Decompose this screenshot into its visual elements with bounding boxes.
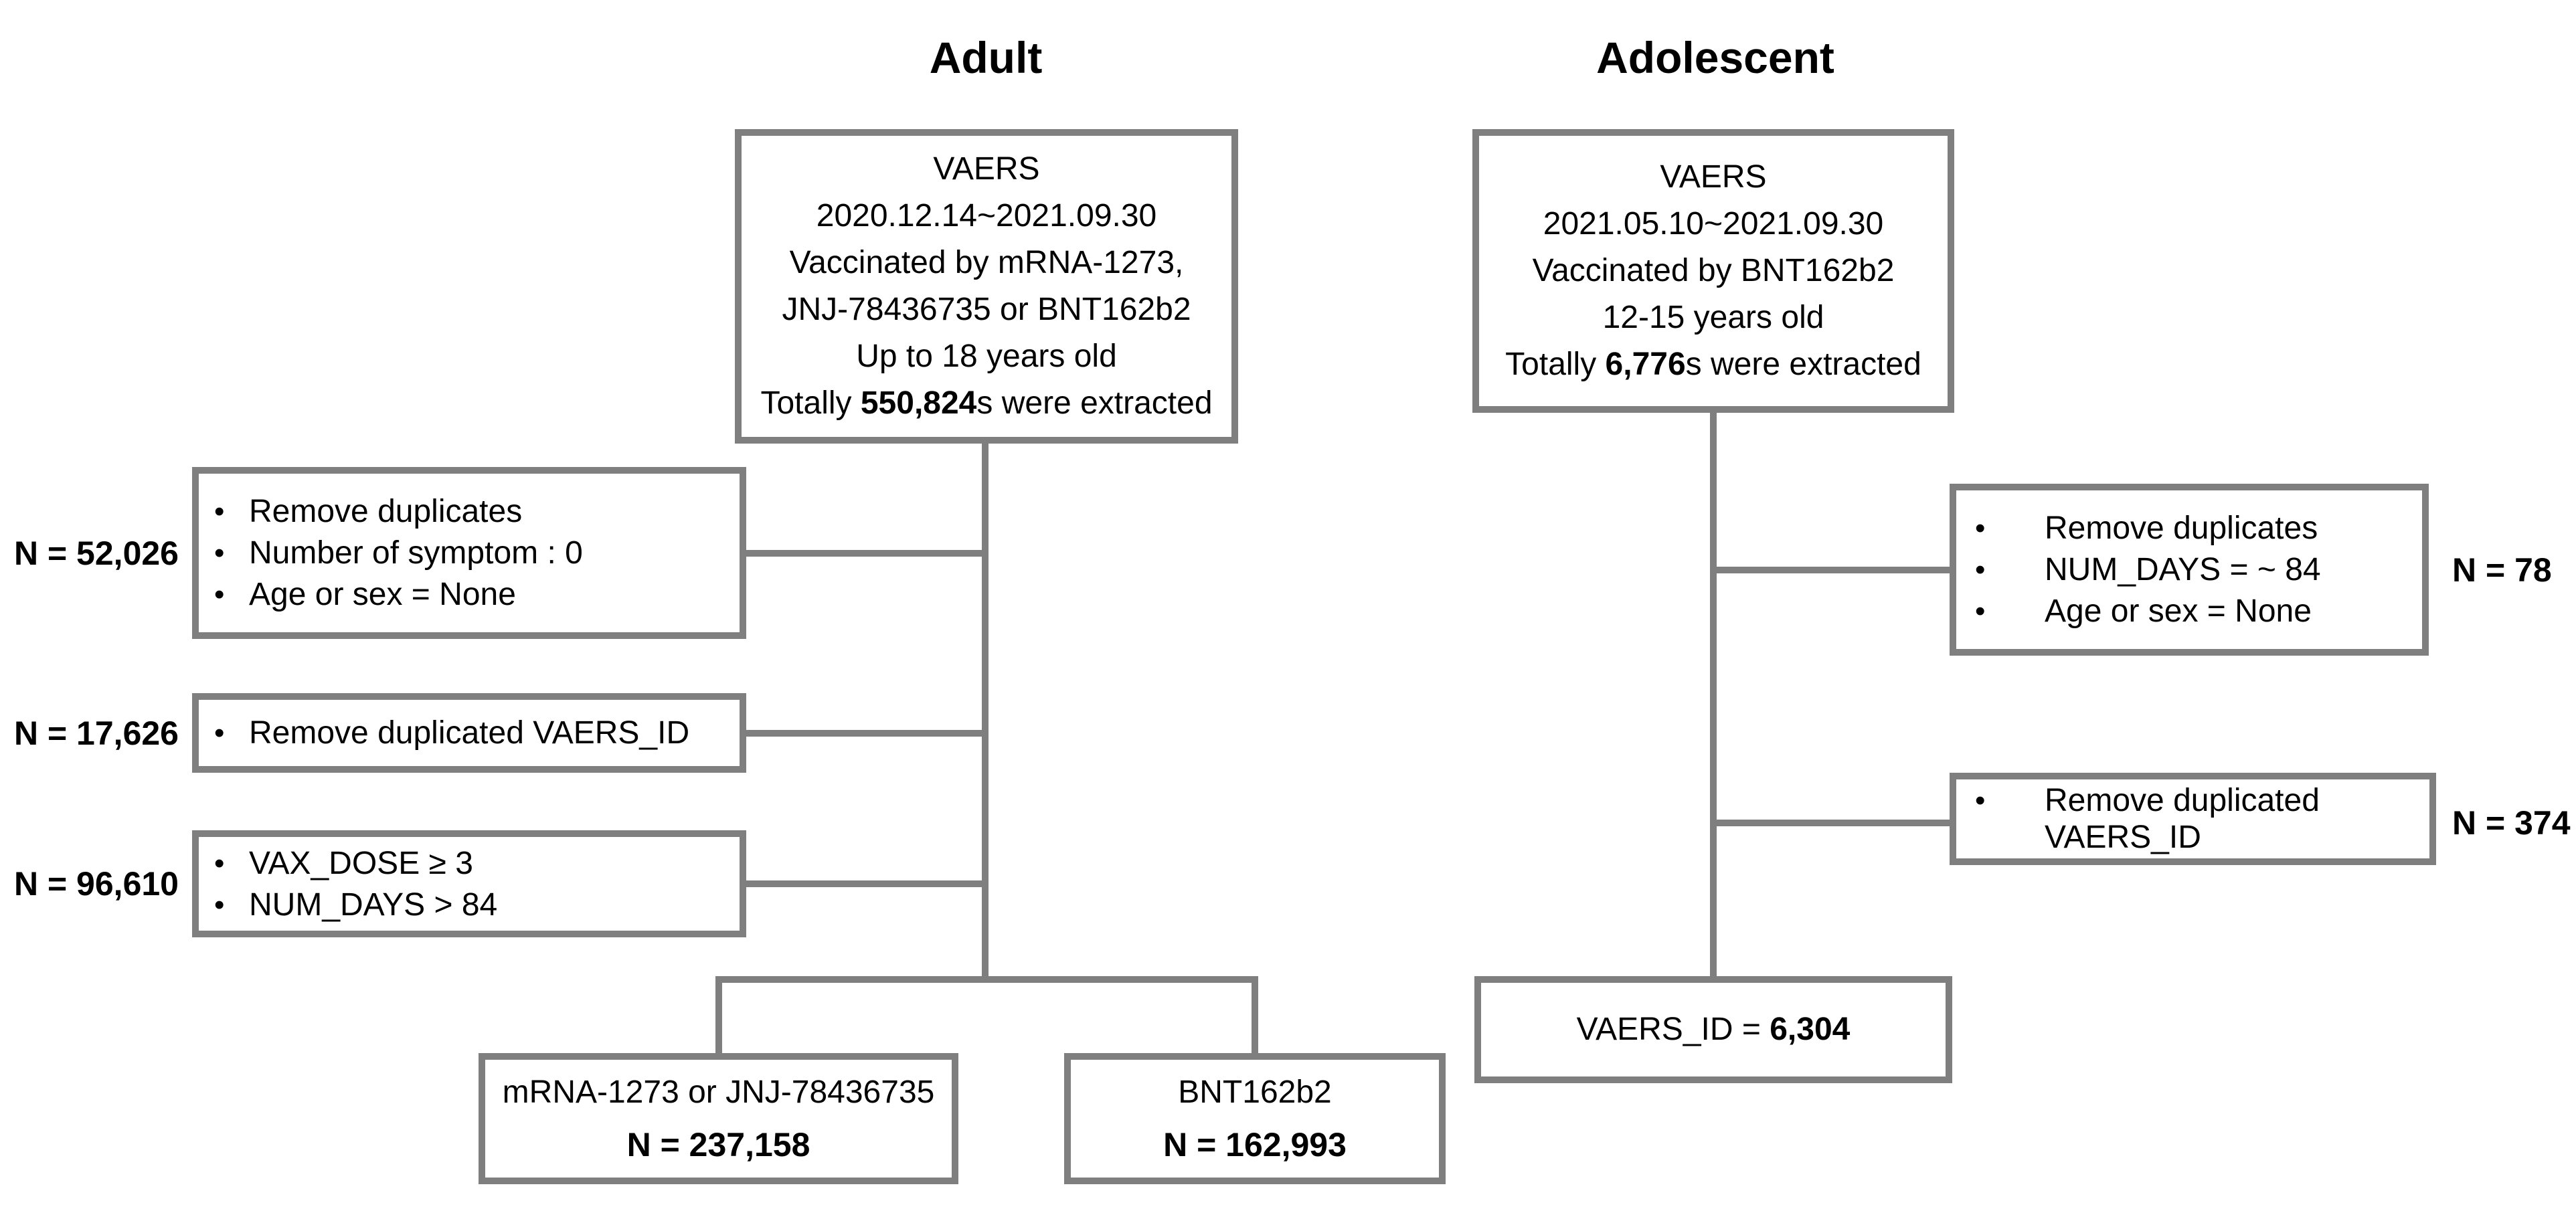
adolescent-source-line: Vaccinated by BNT162b2 bbox=[1532, 253, 1895, 288]
exclusion-criterion: Remove duplicates bbox=[249, 494, 523, 529]
exclusion-criterion: VAX_DOSE ≥ 3 bbox=[249, 845, 473, 881]
bullet-marker: • bbox=[214, 578, 225, 611]
exclusion-criterion: Age or sex = None bbox=[249, 577, 516, 612]
bullet-marker: • bbox=[1975, 595, 1986, 628]
outcome-name: mRNA-1273 or JNJ-78436735 bbox=[502, 1074, 935, 1110]
adult-exclusion-box-2: • Remove duplicated VAERS_ID bbox=[192, 693, 746, 773]
adolescent-source-line: 2021.05.10~2021.09.30 bbox=[1543, 206, 1884, 242]
connector-outcome-right-stub bbox=[1252, 983, 1258, 1053]
connector-adult-exclusion-3 bbox=[746, 880, 982, 887]
bullet-item: • Remove duplicated VAERS_ID bbox=[199, 715, 740, 751]
bullet-item: • Age or sex = None bbox=[1956, 593, 2422, 630]
bullet-item: • NUM_DAYS = ~ 84 bbox=[1956, 551, 2422, 588]
adult-exclusion-box-3: • VAX_DOSE ≥ 3 • NUM_DAYS > 84 bbox=[192, 830, 746, 937]
connector-adolescent-vertical bbox=[1710, 413, 1717, 976]
adult-source-line: JNJ-78436735 or BNT162b2 bbox=[782, 292, 1191, 327]
adolescent-source-total-line: Totally 6,776s were extracted bbox=[1505, 341, 1921, 388]
exclusion-criterion: Remove duplicated VAERS_ID bbox=[2045, 783, 2320, 855]
final-count-value: 6,304 bbox=[1770, 1012, 1851, 1047]
adult-exclusion-count-1: N = 52,026 bbox=[13, 535, 179, 572]
adult-exclusion-count-3: N = 96,610 bbox=[13, 865, 179, 903]
adolescent-exclusion-box-1: • Remove duplicates • NUM_DAYS = ~ 84 • … bbox=[1950, 484, 2429, 656]
bullet-marker: • bbox=[1975, 553, 1986, 586]
exclusion-criterion: NUM_DAYS > 84 bbox=[249, 886, 498, 923]
outcome-name: BNT162b2 bbox=[1178, 1074, 1332, 1110]
exclusion-criterion: Remove duplicates bbox=[2045, 510, 2318, 546]
adolescent-column-title: Adolescent bbox=[1596, 33, 1834, 82]
adult-exclusion-box-1: • Remove duplicates • Number of symptom … bbox=[192, 467, 746, 639]
outcome-count: N = 237,158 bbox=[626, 1126, 810, 1163]
connector-outcome-left-stub bbox=[715, 983, 722, 1053]
adolescent-source-box: VAERS 2021.05.10~2021.09.30 Vaccinated b… bbox=[1472, 129, 1954, 413]
adult-outcome-box-moderna-janssen: mRNA-1273 or JNJ-78436735 N = 237,158 bbox=[479, 1053, 958, 1184]
adult-source-line: Up to 18 years old bbox=[856, 339, 1117, 374]
adolescent-source-line: 12-15 years old bbox=[1602, 300, 1824, 335]
exclusion-criterion: Age or sex = None bbox=[2045, 593, 2312, 629]
total-prefix: Totally bbox=[760, 385, 861, 421]
adolescent-exclusion-count-1: N = 78 bbox=[2452, 551, 2552, 589]
adult-exclusion-count-2: N = 17,626 bbox=[13, 715, 179, 752]
connector-adult-branch-horizontal bbox=[715, 976, 1258, 983]
adult-source-line: 2020.12.14~2021.09.30 bbox=[816, 198, 1157, 233]
bullet-item: • Remove duplicates bbox=[1956, 510, 2422, 547]
total-count: 550,824 bbox=[860, 385, 977, 421]
adult-source-total-line: Totally 550,824s were extracted bbox=[760, 380, 1212, 427]
bullet-marker: • bbox=[214, 495, 225, 528]
adult-source-line: Vaccinated by mRNA-1273, bbox=[789, 245, 1184, 280]
bullet-item: • NUM_DAYS > 84 bbox=[199, 886, 740, 923]
adolescent-exclusion-box-2: • Remove duplicated VAERS_ID bbox=[1950, 773, 2436, 865]
bullet-marker: • bbox=[214, 537, 225, 569]
connector-adolescent-exclusion-1 bbox=[1717, 567, 1950, 573]
exclusion-criterion: NUM_DAYS = ~ 84 bbox=[2045, 552, 2321, 587]
adolescent-exclusion-count-2: N = 374 bbox=[2452, 804, 2571, 842]
bullet-marker: • bbox=[214, 846, 225, 880]
adult-outcome-box-pfizer: BNT162b2 N = 162,993 bbox=[1064, 1053, 1446, 1184]
bullet-marker: • bbox=[1975, 784, 1986, 817]
outcome-count: N = 162,993 bbox=[1163, 1126, 1347, 1163]
total-prefix: Totally bbox=[1505, 347, 1606, 382]
bullet-item: • Number of symptom : 0 bbox=[199, 535, 740, 571]
connector-adolescent-exclusion-2 bbox=[1717, 820, 1950, 826]
connector-adult-exclusion-2 bbox=[746, 730, 982, 737]
adult-source-box: VAERS 2020.12.14~2021.09.30 Vaccinated b… bbox=[735, 129, 1238, 444]
adult-source-line: VAERS bbox=[933, 151, 1040, 187]
final-count-prefix: VAERS_ID = bbox=[1576, 1012, 1770, 1047]
exclusion-criterion: Number of symptom : 0 bbox=[249, 535, 583, 571]
total-suffix: s were extracted bbox=[976, 385, 1213, 421]
adolescent-source-line: VAERS bbox=[1660, 159, 1767, 195]
bullet-item: • Remove duplicated VAERS_ID bbox=[1956, 782, 2429, 856]
final-count-line: VAERS_ID = 6,304 bbox=[1577, 1006, 1851, 1053]
bullet-item: • VAX_DOSE ≥ 3 bbox=[199, 845, 740, 882]
total-count: 6,776 bbox=[1605, 347, 1686, 382]
bullet-marker: • bbox=[214, 888, 225, 921]
exclusion-criterion: Remove duplicated VAERS_ID bbox=[249, 715, 690, 751]
connector-adult-exclusion-1 bbox=[746, 550, 982, 557]
adult-column-title: Adult bbox=[929, 33, 1043, 82]
adolescent-final-box: VAERS_ID = 6,304 bbox=[1474, 976, 1952, 1083]
bullet-marker: • bbox=[1975, 512, 1986, 545]
total-suffix: s were extracted bbox=[1685, 347, 1921, 382]
bullet-item: • Age or sex = None bbox=[199, 576, 740, 613]
bullet-item: • Remove duplicates bbox=[199, 493, 740, 530]
bullet-marker: • bbox=[214, 717, 225, 749]
connector-adult-vertical bbox=[982, 444, 989, 976]
